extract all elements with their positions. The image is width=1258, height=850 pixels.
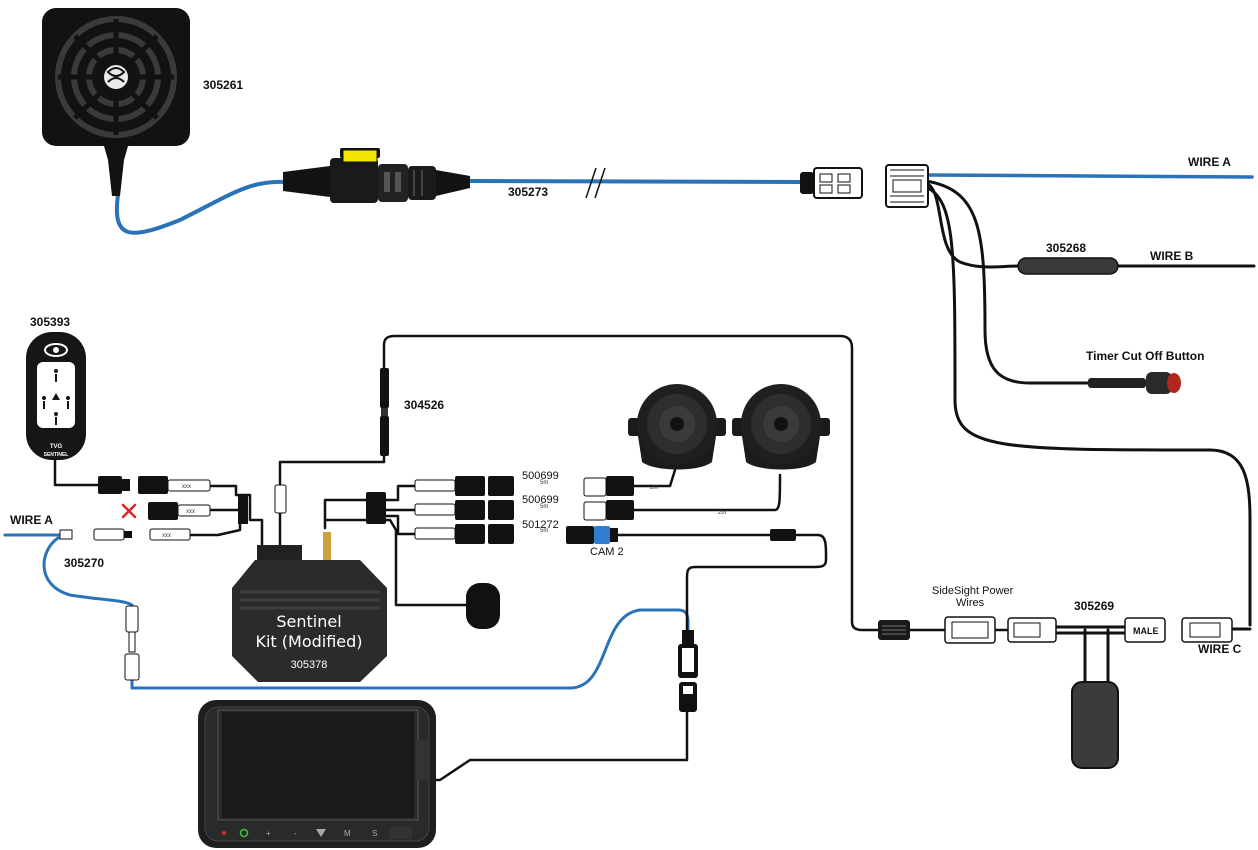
cam-cable-2-label: 500699 [522,494,559,506]
svg-text:xxx: xxx [162,533,171,539]
power-wires-label-1: SideSight Power [932,585,1014,597]
wire-b-label: WIRE B [1150,249,1194,263]
kit-name-line1: Sentinel [276,612,341,631]
cam-cable-3-label: 501272 [522,519,559,531]
splitter-plug-left [1007,617,1057,643]
sentinel-sensor: TVG SENTINEL [26,332,86,460]
adapter-blue-loop [42,536,134,612]
power-wires-label-2: Wires [956,597,985,609]
wire-a-left-label: WIRE A [10,513,53,527]
extension-loop-wire [382,334,880,632]
record-indicator-icon [222,831,226,835]
receptacle-6pin [885,164,929,208]
sensor-connectors: xxx xxx [98,476,248,524]
fan-part-label: 305261 [203,78,243,92]
male-label: MALE [1133,626,1159,636]
monitor-cable [431,703,689,782]
len-2m-2: 2m [718,510,726,516]
play-icon [316,829,326,837]
monitor-buttons: + - M S [222,827,412,839]
adapter-305270: xxx [59,528,191,541]
cam-bus-wire [323,498,368,522]
monitor-blue-wire [130,608,690,690]
monitor: + - M S [198,700,436,848]
connector-row1-wire [208,484,264,550]
sensor-name: SENTINEL [44,452,69,458]
fan-unit [42,8,190,196]
wire-a-right [924,173,1254,179]
cam2-cable [632,473,782,512]
camera-splitter [366,492,386,524]
sentinel-kit: Sentinel Kit (Modified) 305378 [232,532,387,682]
sensor-brand: TVG [50,444,63,450]
cam-row3-in [384,514,417,536]
extension-304526 [380,368,389,456]
camera-2 [732,384,830,470]
plus-icon: + [266,829,271,838]
monitor-connectors [678,630,698,712]
len-5m-2: 5m [540,504,548,510]
wire-b-black [924,181,1022,269]
cam-cable-1-label: 500699 [522,470,559,482]
power-icon [239,828,249,838]
adapter-wire-black [188,518,242,537]
fuse-cable-part-label: 305273 [508,185,548,199]
sensor-wire [53,453,100,487]
splitter-plug-right [1181,617,1233,643]
inline-holder-305268 [1017,257,1119,275]
cam3-inline-connector [770,529,796,541]
cam3-to-monitor [685,533,828,637]
power-wires-connector [944,616,996,644]
splitter-male: MALE [1124,617,1166,643]
wire-a-right-label: WIRE A [1188,155,1231,169]
len-2m-1: 2m [650,485,658,491]
camera-cable-row-2: 5m 2m [414,500,726,521]
minus-icon: - [294,829,297,838]
remote-wire [323,518,472,607]
eye-icon [44,343,68,357]
red-x-icon [121,503,137,519]
extension-part-label: 304526 [404,398,444,412]
kit-wire-tag [274,484,287,514]
len-5m-1: 5m [540,480,548,486]
inline-part-label: 305268 [1046,241,1086,255]
camera-1 [628,384,726,470]
fuse-cable-blue-wire [466,179,802,184]
svg-text:xxx: xxx [186,509,195,515]
fuse-holder [283,148,470,203]
menu-icon: M [344,829,351,838]
len-label-a: xxx [182,484,191,490]
sensor-part-label: 305393 [30,315,70,329]
fan-blue-wire [114,179,287,235]
timer-button-label: Timer Cut Off Button [1086,349,1204,363]
fuse-holder-black [878,620,910,640]
timer-button [1088,372,1181,394]
plug-3pin [800,167,863,199]
timer-wire-black [924,179,1092,385]
wire-c-black [924,185,1252,627]
wire-c-label: WIRE C [1198,642,1242,656]
splitter-part-label: 305269 [1074,599,1114,613]
camera-cable-row-3: 5m [414,524,618,544]
len-5m-3: 5m [540,528,548,534]
adapter-part-label: 305270 [64,556,104,570]
break-mark [585,167,606,199]
source-icon: S [372,829,377,838]
camera-cable-row-1: 5m 2m [414,476,658,497]
adapter-inline-pair [124,605,140,681]
splitter-body [1071,681,1119,769]
remote-button [466,583,500,629]
kit-name-line2: Kit (Modified) [255,632,362,651]
kit-part-label: 305378 [291,659,328,671]
cam2-label: CAM 2 [590,546,624,558]
cam-row1-in [384,484,417,502]
